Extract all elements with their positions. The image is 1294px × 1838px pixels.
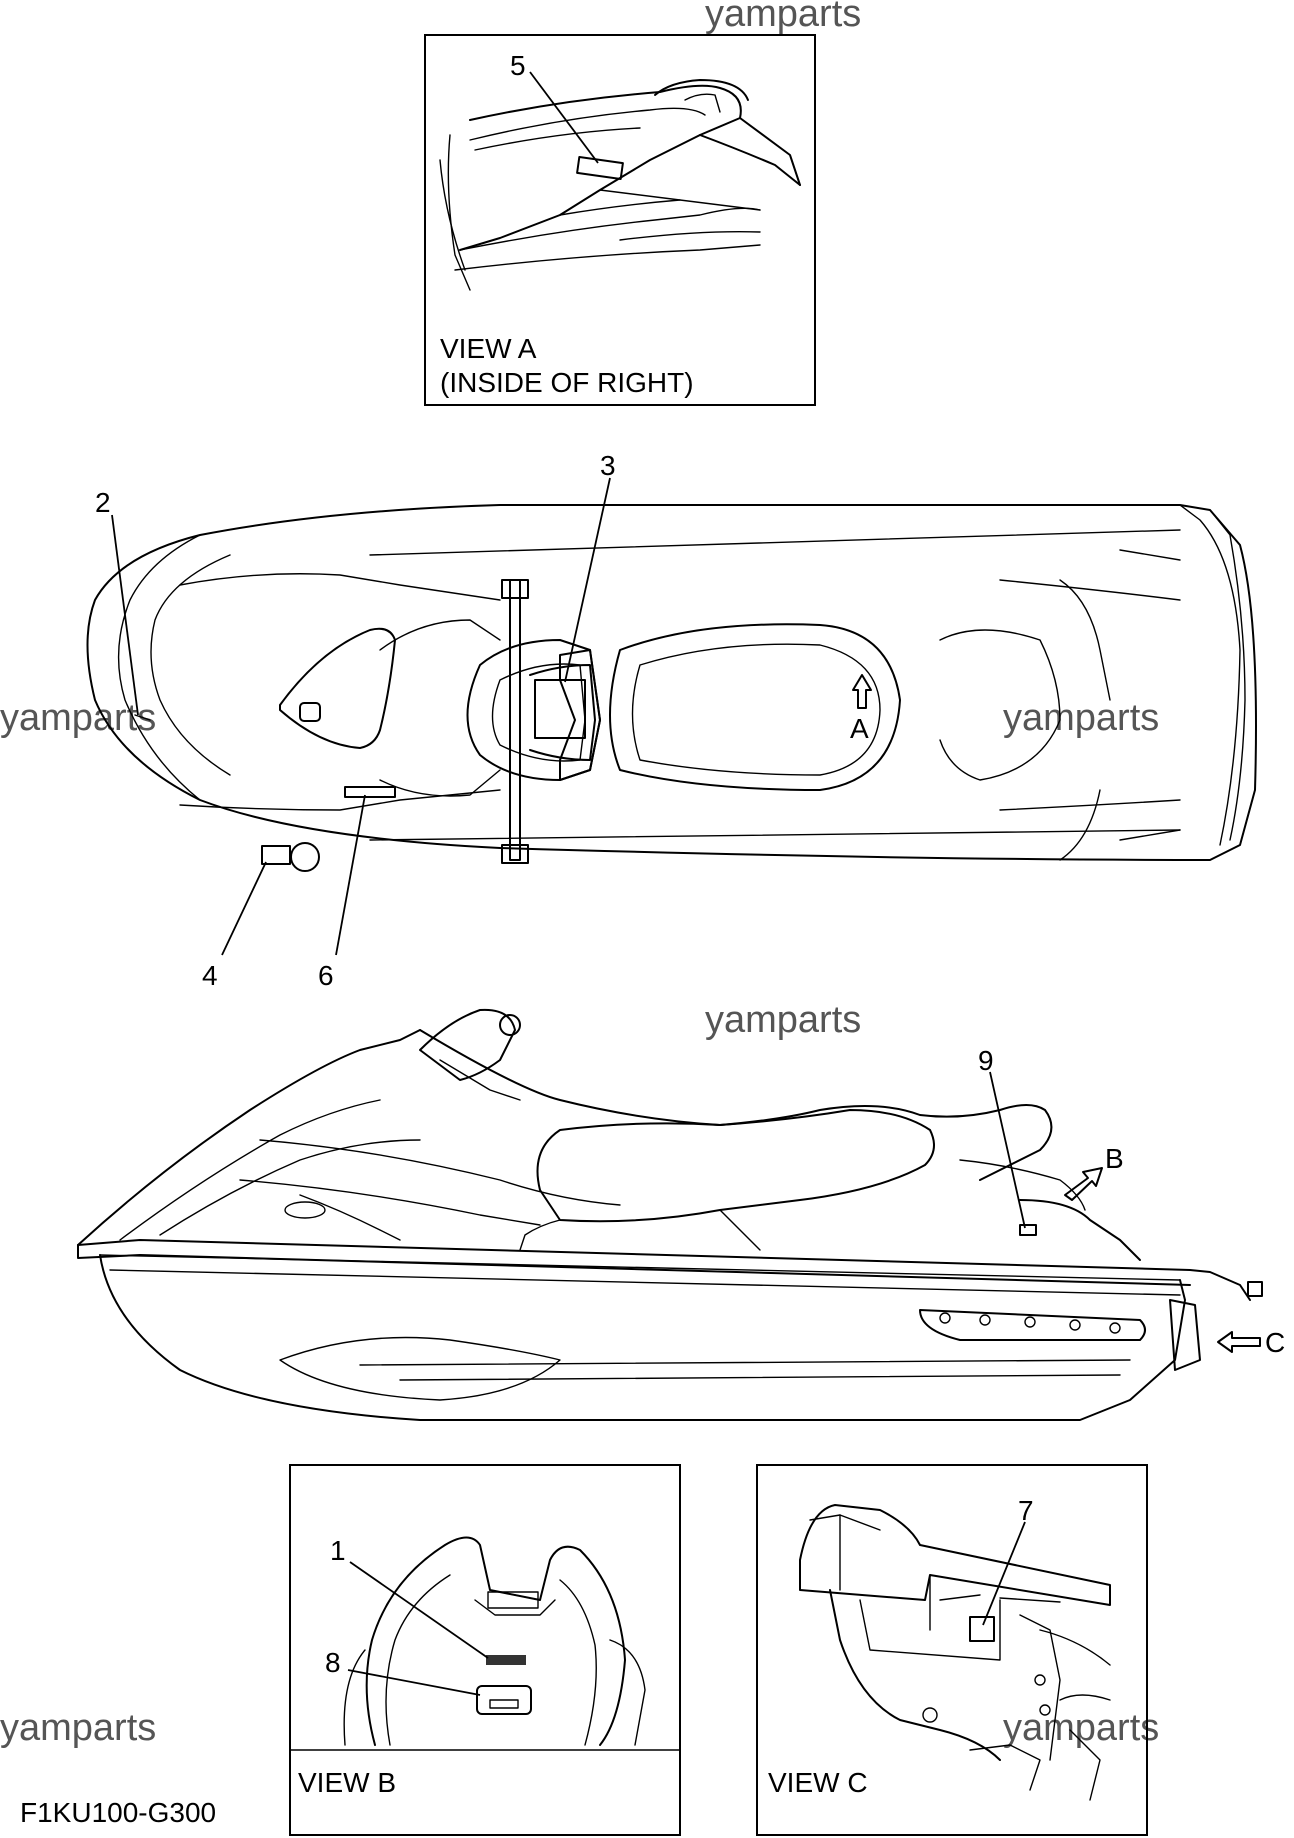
label-7-decal xyxy=(969,1616,995,1642)
seat-strap xyxy=(487,1591,539,1609)
label-8-decal xyxy=(476,1685,532,1715)
side-view-drawing: B C xyxy=(77,1008,1285,1421)
panel-decal-3 xyxy=(534,679,586,739)
stern-hook xyxy=(1247,1281,1263,1297)
d-emblem xyxy=(299,702,321,722)
view-b-drawing xyxy=(289,1536,681,1751)
sponson-bolt xyxy=(1109,1322,1121,1334)
callout-5-leader xyxy=(529,71,599,164)
handlebar-end xyxy=(499,1014,521,1036)
callout-7: 7 xyxy=(1018,1495,1034,1526)
view-a-frame xyxy=(424,34,816,406)
view-a-marker: A xyxy=(850,713,869,744)
view-a-title: VIEW A xyxy=(440,333,537,364)
label-5-decal xyxy=(576,156,624,180)
view-a-subtitle: (INSIDE OF RIGHT) xyxy=(440,367,694,398)
hull-bolt xyxy=(1039,1704,1051,1716)
view-c-drawing xyxy=(799,1504,1111,1801)
callout-6-leader xyxy=(335,794,366,956)
view-a-arrow xyxy=(852,674,872,709)
drain-plug xyxy=(922,1707,938,1723)
watermark: yamparts xyxy=(1003,697,1159,739)
watermark: yamparts xyxy=(0,1707,156,1749)
handle-grip-top xyxy=(501,579,529,599)
diagram-code: F1KU100-G300 xyxy=(20,1797,216,1828)
view-b-arrow xyxy=(1064,1167,1103,1201)
watermark: yamparts xyxy=(705,0,861,35)
label-9-decal xyxy=(1019,1224,1037,1236)
callout-3: 3 xyxy=(600,450,616,481)
sponson-bolt xyxy=(939,1312,951,1324)
sponson-bolt xyxy=(979,1314,991,1326)
callout-8: 8 xyxy=(325,1647,341,1678)
callout-4: 4 xyxy=(202,960,218,991)
callout-8-leader xyxy=(347,1669,481,1696)
label-1-decal xyxy=(486,1655,526,1665)
view-b-inset: 1 8 VIEW B xyxy=(289,1464,681,1836)
callout-2-leader xyxy=(111,514,139,716)
label-2-decal xyxy=(134,714,151,721)
view-c-marker: C xyxy=(1265,1327,1285,1358)
callout-5: 5 xyxy=(510,50,526,81)
view-c-inset: 7 VIEW C xyxy=(756,1464,1148,1836)
hull-bolt xyxy=(1034,1674,1046,1686)
callout-9: 9 xyxy=(978,1045,994,1076)
side-vent xyxy=(284,1201,326,1219)
callout-1: 1 xyxy=(330,1535,346,1566)
callout-4-leader xyxy=(221,861,267,956)
callout-3-leader xyxy=(564,477,611,683)
label-8-window xyxy=(489,1699,519,1709)
sponson-bolt xyxy=(1024,1316,1036,1328)
handle-grip-bottom xyxy=(501,844,529,864)
callout-2: 2 xyxy=(95,487,111,518)
view-a-inset: 5 VIEW A (INSIDE OF RIGHT) xyxy=(424,34,816,406)
callout-9-leader xyxy=(989,1071,1026,1229)
label-4-decal xyxy=(261,845,291,865)
callout-1-leader xyxy=(349,1561,489,1659)
callout-7-leader xyxy=(982,1521,1026,1626)
callout-6: 6 xyxy=(318,960,334,991)
label-6-decal xyxy=(344,786,396,798)
view-c-arrow xyxy=(1217,1331,1261,1353)
fuel-cap xyxy=(290,842,320,872)
watermark: yamparts xyxy=(0,697,156,739)
view-a-drawing xyxy=(439,79,801,291)
watermark: yamparts xyxy=(1003,1707,1159,1749)
sponson-bolt xyxy=(1069,1319,1081,1331)
view-b-title: VIEW B xyxy=(298,1767,396,1798)
view-b-marker: B xyxy=(1105,1143,1124,1174)
watermark: yamparts xyxy=(705,999,861,1041)
view-b-frame xyxy=(289,1464,681,1836)
top-view-drawing: A xyxy=(86,503,1257,872)
view-c-frame xyxy=(756,1464,1148,1836)
view-c-title: VIEW C xyxy=(768,1767,868,1798)
